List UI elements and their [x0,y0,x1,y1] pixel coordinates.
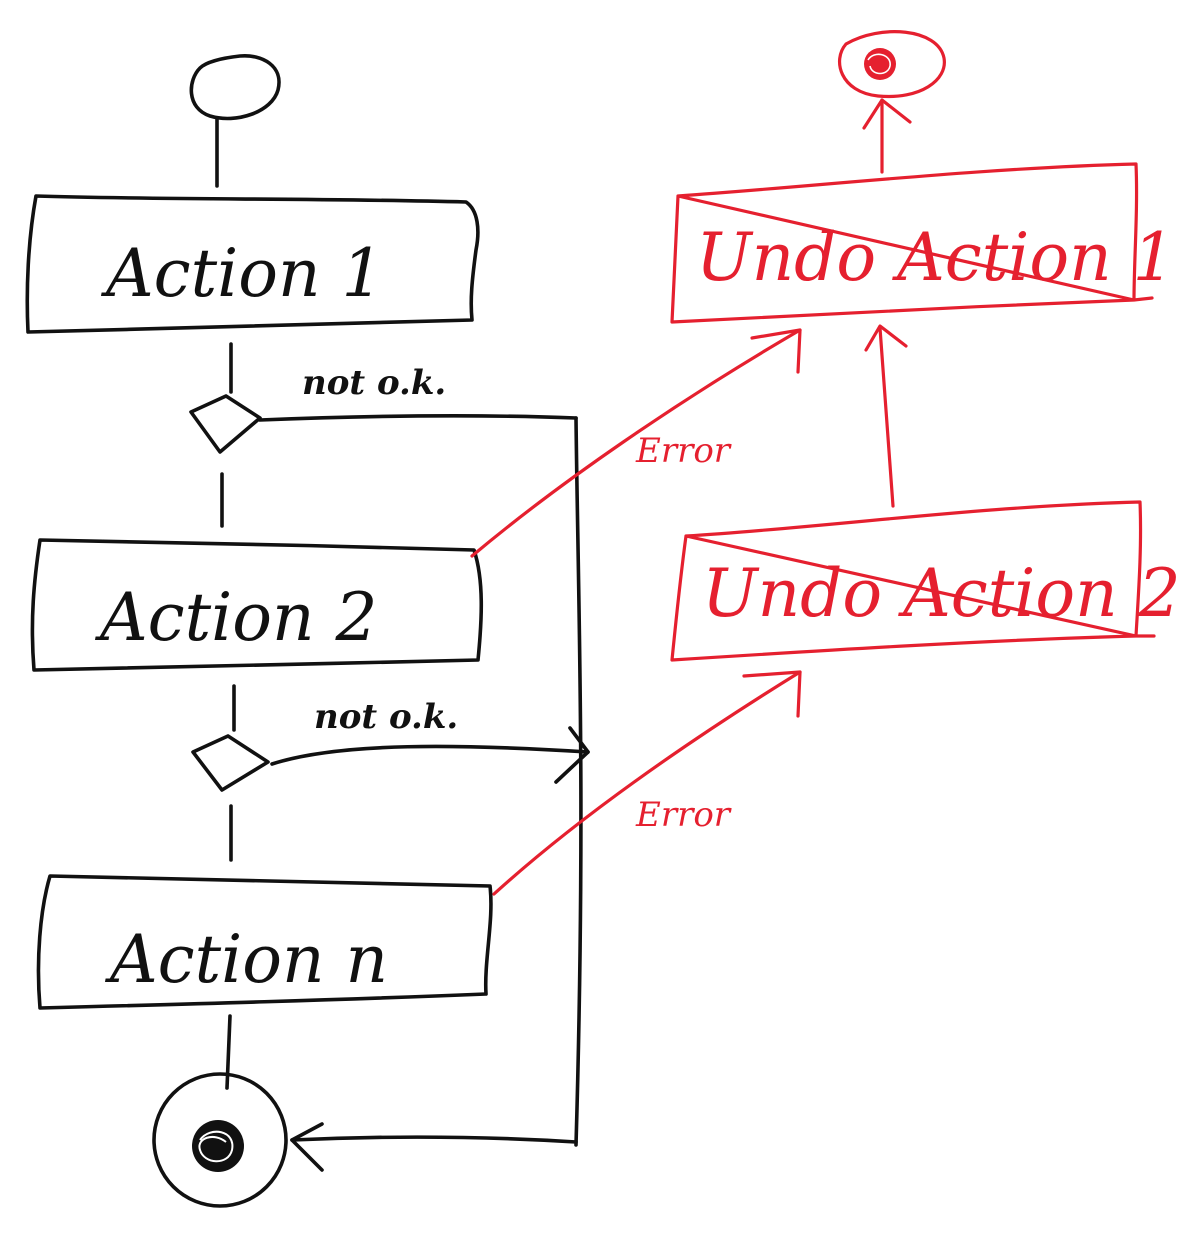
flow-action-n-to-end [225,1014,232,1090]
error-edge-action-n-to-undo-2 [492,670,802,896]
guard-2-label: not o.k. [314,697,458,737]
arrowhead-undo-end [862,98,912,130]
flow-not-ok-to-end [290,1135,578,1144]
arrowhead-undo-1 [864,324,908,352]
action-2-box[interactable] [30,538,484,672]
error-edge-action-2-to-undo-1 [470,328,802,558]
action-n-box[interactable] [36,874,493,1010]
end-node-inner [192,1120,244,1172]
end-node-outer [152,1072,288,1208]
flow-decision-1-not-ok [258,414,578,422]
undo-action-2-box[interactable] [670,500,1156,662]
decision-2-diamond [191,734,270,792]
undo-action-1-box[interactable] [670,162,1154,324]
action-n-label: Action n [104,921,388,998]
arrowhead-end [290,1122,324,1172]
undo-action-2-label: Undo Action 2 [702,555,1181,632]
undo-end-node-outer [837,30,946,99]
arrowhead-error-2 [742,670,802,718]
action-1-label: Action 1 [100,235,383,312]
guard-1-label: not o.k. [302,363,446,403]
action-2-label: Action 2 [94,579,377,656]
start-node [189,54,281,121]
action-1-box[interactable] [25,194,480,334]
undo-action-1-label: Undo Action 1 [696,219,1175,296]
undo-end-node-inner [864,48,896,80]
flow-undo-2-to-undo-1 [878,326,895,508]
not-ok-rail [574,416,583,1147]
decision-1-diamond [189,394,262,454]
arrowhead-error-1 [750,328,802,374]
arrowhead-rail [554,726,590,784]
error-1-label: Error [635,431,732,471]
flow-decision-2-not-ok [270,744,590,766]
error-2-label: Error [635,795,732,835]
